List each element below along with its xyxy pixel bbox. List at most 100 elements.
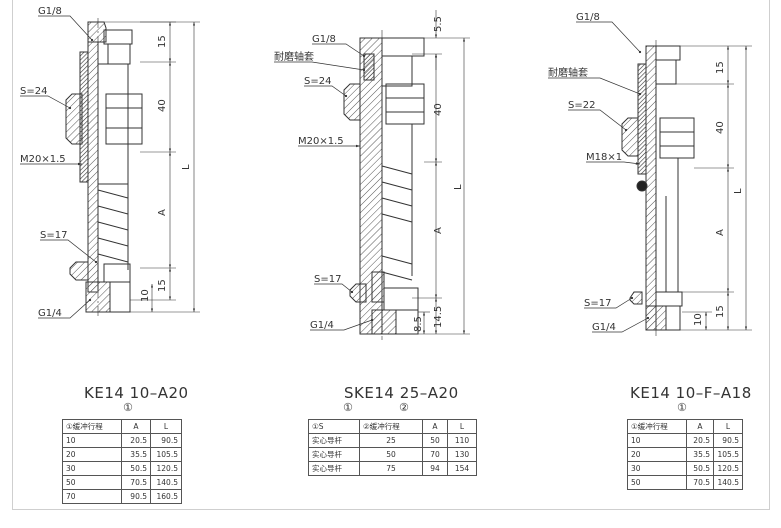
table-cell: 50 xyxy=(359,447,423,462)
table-cell: 35.5 xyxy=(121,447,151,462)
dim-b2: 14.5 xyxy=(433,306,444,328)
table-cell: 140.5 xyxy=(150,475,182,490)
dim-l: L xyxy=(733,188,744,194)
header-cell: ①缓冲行程 xyxy=(62,419,122,434)
table-cell: 20 xyxy=(62,447,122,462)
label-hex-small: S=17 xyxy=(40,230,67,241)
table-cell: 105.5 xyxy=(713,447,743,462)
title-panel-1: KE14 10–A20 xyxy=(84,384,189,402)
drawing-frame xyxy=(12,0,770,510)
header-cell: ①缓冲行程 xyxy=(627,419,687,434)
table-header: ①S ②缓冲行程 A L xyxy=(308,419,477,434)
label-bottom-thread: G1/4 xyxy=(310,320,334,331)
table-cell: 50 xyxy=(627,475,687,490)
table-cell: 50 xyxy=(422,433,448,448)
table-cell: 25 xyxy=(359,433,423,448)
table-cell: 140.5 xyxy=(713,475,743,490)
table-cell: 154 xyxy=(447,461,477,476)
table-cell: 30 xyxy=(627,461,687,476)
table-cell: 120.5 xyxy=(150,461,182,476)
dim-l: L xyxy=(181,164,192,170)
marker-3: ① xyxy=(677,401,687,414)
label-bushing: 耐磨轴套 xyxy=(274,50,314,63)
dim-top: 15 xyxy=(715,61,726,74)
table-cell: 110 xyxy=(447,433,477,448)
drawing-ke14-10-a20 xyxy=(20,15,200,319)
label-hex-small: S=17 xyxy=(314,274,341,285)
callouts-panel-1: G1/8 S=24 M20×1.5 S=17 G1/4 15 40 A L 10… xyxy=(20,6,192,319)
table-cell: 90.5 xyxy=(121,489,151,504)
label-top-thread: G1/8 xyxy=(38,6,62,17)
dim-b2: 15 xyxy=(157,279,168,292)
dim-top: 5.5 xyxy=(433,16,444,32)
header-cell: ②缓冲行程 xyxy=(359,419,423,434)
table-cell: 50.5 xyxy=(121,461,151,476)
label-bottom-thread: G1/4 xyxy=(38,308,62,319)
table-cell: 实心导杆 xyxy=(308,447,360,462)
header-cell: A xyxy=(121,419,151,434)
table-cell: 160.5 xyxy=(150,489,182,504)
label-top-thread: G1/8 xyxy=(576,12,600,23)
dim-a: A xyxy=(433,227,444,234)
label-top-thread: G1/8 xyxy=(312,34,336,45)
dim-b1: 10 xyxy=(693,313,704,326)
table-cell: 90.5 xyxy=(150,433,182,448)
table-cell: 120.5 xyxy=(713,461,743,476)
table-cell: 10 xyxy=(627,433,687,448)
table-cell: 10 xyxy=(62,433,122,448)
callouts-panel-3: G1/8 耐磨轴套 S=22 M18×1 S=17 G1/4 15 40 A L… xyxy=(548,12,744,333)
table-cell: 20 xyxy=(627,447,687,462)
label-thread: M20×1.5 xyxy=(20,154,66,165)
table-cell: 20.5 xyxy=(686,433,714,448)
table-cell: 35.5 xyxy=(686,447,714,462)
table-header: ①缓冲行程 A L xyxy=(62,419,182,434)
table-cell: 94 xyxy=(422,461,448,476)
marker-2b: ② xyxy=(399,401,409,414)
table-cell: 50 xyxy=(62,475,122,490)
dim-b1: 8.5 xyxy=(413,316,424,332)
title-panel-3: KE14 10–F–A18 xyxy=(630,384,752,402)
dim-mid: 40 xyxy=(715,121,726,134)
label-thread: M20×1.5 xyxy=(298,136,344,147)
dim-a: A xyxy=(157,209,168,216)
label-hex-big: S=24 xyxy=(304,76,331,87)
label-bushing: 耐磨轴套 xyxy=(548,66,588,79)
dim-mid: 40 xyxy=(157,99,168,112)
label-hex-small: S=17 xyxy=(584,298,611,309)
dim-a: A xyxy=(715,229,726,236)
header-cell: L xyxy=(447,419,477,434)
header-cell: A xyxy=(686,419,714,434)
table-cell: 20.5 xyxy=(121,433,151,448)
table-cell: 70.5 xyxy=(121,475,151,490)
marker-2a: ① xyxy=(343,401,353,414)
table-cell: 70 xyxy=(62,489,122,504)
marker-1: ① xyxy=(123,401,133,414)
table-cell: 90.5 xyxy=(713,433,743,448)
header-cell: L xyxy=(150,419,182,434)
header-cell: ①S xyxy=(308,419,360,434)
table-cell: 30 xyxy=(62,461,122,476)
table-header: ①缓冲行程 A L xyxy=(627,419,743,434)
table-cell: 50.5 xyxy=(686,461,714,476)
header-cell: L xyxy=(713,419,743,434)
dim-mid: 40 xyxy=(433,103,444,116)
drawing-ke14-10-f-a18 xyxy=(548,21,752,336)
table-cell: 105.5 xyxy=(150,447,182,462)
label-bottom-thread: G1/4 xyxy=(592,322,616,333)
drawing-ske14-25-a20 xyxy=(274,10,470,340)
